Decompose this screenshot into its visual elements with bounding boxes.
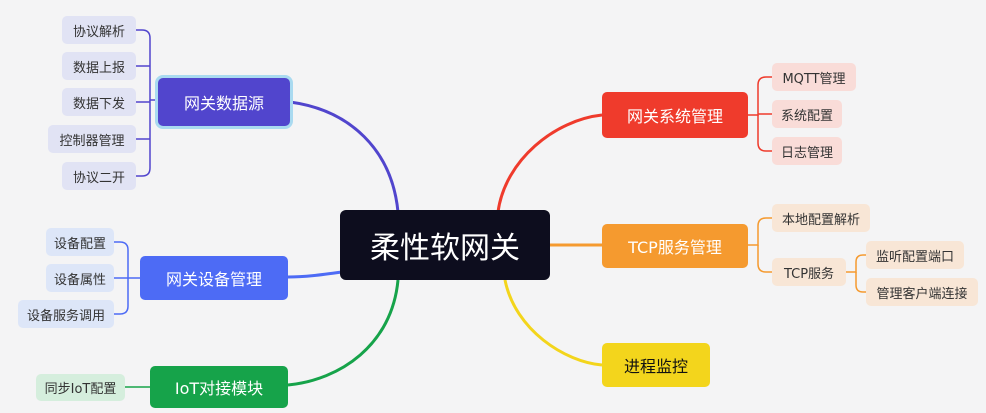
leaf-local-config[interactable]: 本地配置解析 bbox=[772, 204, 870, 232]
leaf-mqtt[interactable]: MQTT管理 bbox=[772, 63, 856, 91]
branch-datasource[interactable]: 网关数据源 bbox=[158, 78, 290, 126]
leaf-device-attr[interactable]: 设备属性 bbox=[46, 264, 114, 292]
leaf-protocol-dev[interactable]: 协议二开 bbox=[62, 162, 136, 190]
leaf-data-upload[interactable]: 数据上报 bbox=[62, 52, 136, 80]
leaf-data-download[interactable]: 数据下发 bbox=[62, 88, 136, 116]
leaf-listen-port[interactable]: 监听配置端口 bbox=[866, 241, 964, 269]
link-system bbox=[496, 113, 603, 213]
branch-system[interactable]: 网关系统管理 bbox=[602, 92, 748, 138]
leaf-device-config[interactable]: 设备配置 bbox=[46, 228, 114, 256]
branch-iot[interactable]: IoT对接模块 bbox=[150, 366, 288, 408]
link-iot bbox=[287, 279, 400, 387]
leaf-log[interactable]: 日志管理 bbox=[772, 137, 842, 165]
leaf-tcp-service[interactable]: TCP服务 bbox=[772, 258, 846, 286]
leaf-client-conn[interactable]: 管理客户端连接 bbox=[866, 278, 978, 306]
branch-device[interactable]: 网关设备管理 bbox=[140, 256, 288, 300]
leaf-sys-config[interactable]: 系统配置 bbox=[772, 100, 842, 128]
leaf-device-service[interactable]: 设备服务调用 bbox=[18, 300, 114, 328]
root-node[interactable]: 柔性软网关 bbox=[340, 210, 550, 280]
leaf-iot-sync[interactable]: 同步IoT配置 bbox=[36, 374, 125, 401]
link-device bbox=[287, 270, 343, 279]
branch-monitor[interactable]: 进程监控 bbox=[602, 343, 710, 387]
leaf-protocol-parse[interactable]: 协议解析 bbox=[62, 16, 136, 44]
branch-tcp[interactable]: TCP服务管理 bbox=[602, 224, 748, 268]
link-monitor bbox=[503, 279, 603, 367]
link-datasource bbox=[289, 100, 400, 213]
leaf-controller-manage[interactable]: 控制器管理 bbox=[48, 125, 136, 153]
